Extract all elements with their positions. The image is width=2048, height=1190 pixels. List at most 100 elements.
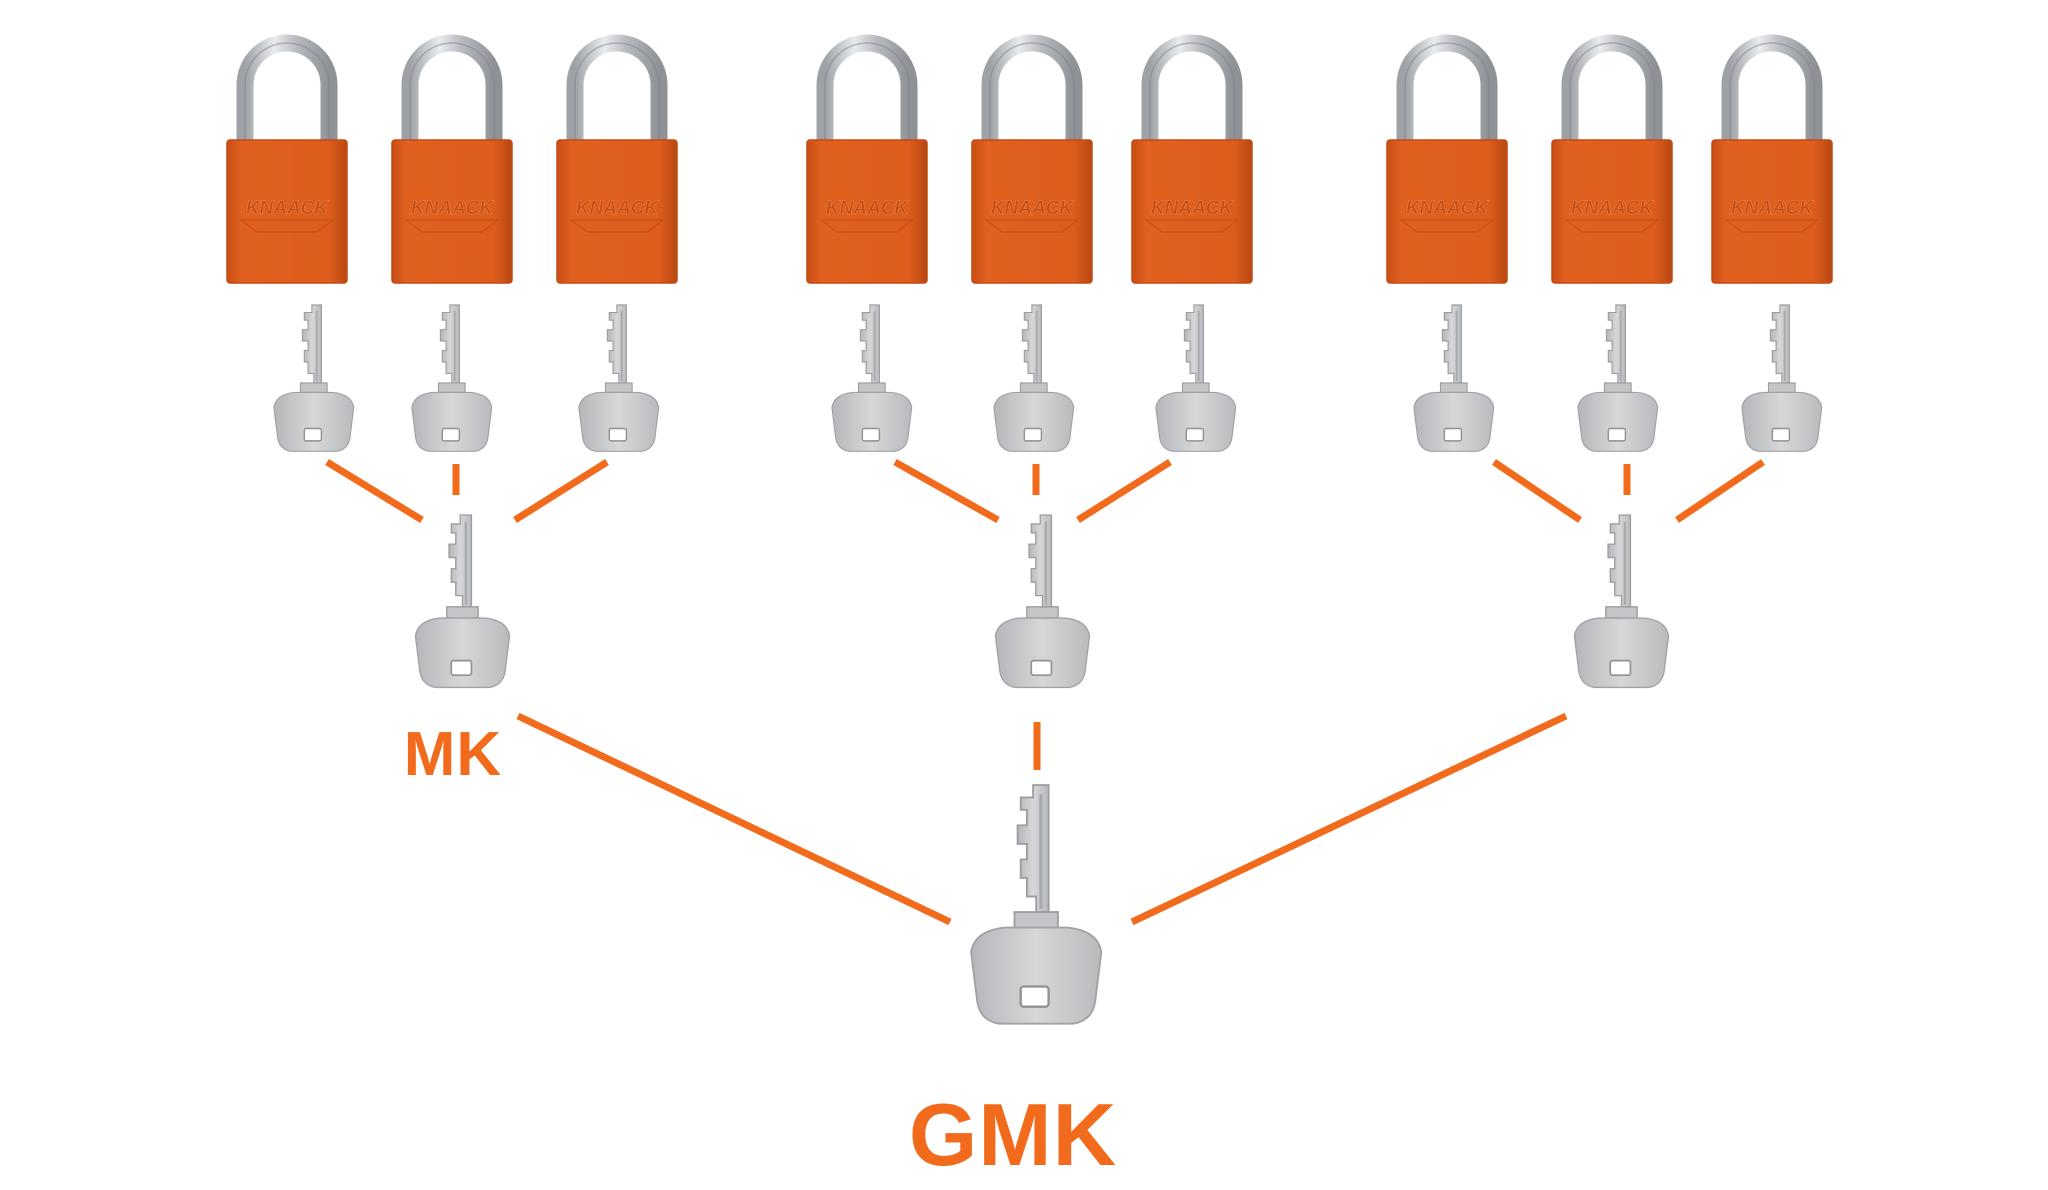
key-blade — [1441, 304, 1462, 384]
lock-brand-text: KNAACK — [246, 198, 330, 219]
key-hole — [1185, 427, 1205, 442]
key-blade — [859, 304, 880, 384]
lock-brand-text: KNAACK — [1151, 198, 1235, 219]
key-hole — [1030, 659, 1053, 677]
key-shoulder — [1019, 382, 1048, 393]
key-shoulder — [1603, 382, 1632, 393]
lock-emboss — [1564, 219, 1660, 233]
padlock-icon: KNAACK — [1711, 34, 1833, 284]
key-hole — [608, 427, 628, 442]
lock-emboss — [819, 219, 915, 233]
key-bow — [414, 617, 511, 689]
key-bow — [411, 391, 493, 452]
key-hole — [1609, 659, 1632, 677]
lock-body — [1711, 139, 1833, 284]
shackle — [981, 34, 1083, 145]
key-bow — [831, 391, 913, 452]
lock-brand-text: KNAACK — [411, 198, 495, 219]
connector-lines — [325, 458, 1765, 926]
lock-brand-text: KNAACK — [1571, 198, 1655, 219]
key-icon — [993, 304, 1075, 452]
key-hole — [1771, 427, 1791, 442]
key-blade — [1769, 304, 1790, 384]
shackle-outline — [824, 42, 910, 145]
key-bow — [970, 926, 1103, 1025]
key-blade — [1607, 514, 1632, 608]
padlock-icon: KNAACK — [1551, 34, 1673, 284]
shackle-outline — [1729, 42, 1815, 145]
key-icon — [1741, 304, 1823, 452]
connector-line — [1492, 459, 1582, 523]
key-shoulder — [446, 606, 479, 619]
key-blade — [448, 514, 473, 608]
lock-body — [391, 139, 513, 284]
padlock-row: KNAACK KNAACK KNAACK KNAACK KNAACK KNAACK KNAA… — [226, 34, 1833, 284]
lock-emboss — [1399, 219, 1495, 233]
shackle-outline — [1404, 42, 1490, 145]
key-shoulder — [1026, 606, 1059, 619]
key-bow — [578, 391, 660, 452]
key-blade — [1028, 514, 1053, 608]
gmk-label: GMK — [908, 1085, 1118, 1184]
key-hole — [1023, 427, 1043, 442]
key-blade — [1605, 304, 1626, 384]
key-bow — [994, 617, 1091, 689]
key-icon — [994, 514, 1091, 689]
shackle — [1141, 34, 1243, 145]
key-icon — [831, 304, 913, 452]
key-hole — [441, 427, 461, 442]
connector-line — [1076, 459, 1172, 523]
key-hierarchy — [273, 304, 1823, 1025]
key-hole — [450, 659, 473, 677]
key-shoulder — [1013, 911, 1059, 929]
shackle-outline — [1149, 42, 1235, 145]
shackle — [1396, 34, 1498, 145]
key-blade — [439, 304, 460, 384]
shackle — [401, 34, 503, 145]
lock-brand-text: KNAACK — [991, 198, 1075, 219]
mk-label: MK — [403, 720, 503, 789]
lock-body — [1386, 139, 1508, 284]
key-bow — [1155, 391, 1237, 452]
key-blade — [1016, 784, 1050, 914]
key-shoulder — [1181, 382, 1210, 393]
key-bow — [1577, 391, 1659, 452]
lock-brand-text: KNAACK — [826, 198, 910, 219]
connector-line — [1130, 712, 1568, 926]
key-hole — [1607, 427, 1627, 442]
padlock-icon: KNAACK — [1131, 34, 1253, 284]
key-bow — [1741, 391, 1823, 452]
lock-emboss — [1144, 219, 1240, 233]
shackle — [1721, 34, 1823, 145]
padlock-icon: KNAACK — [556, 34, 678, 284]
padlock-icon: KNAACK — [806, 34, 928, 284]
shackle-outline — [244, 42, 330, 145]
key-shoulder — [604, 382, 633, 393]
connector-line — [325, 459, 424, 523]
key-hole — [303, 427, 323, 442]
shackle-outline — [1569, 42, 1655, 145]
key-icon — [273, 304, 355, 452]
key-icon — [970, 784, 1103, 1025]
lock-brand-text: KNAACK — [1731, 198, 1815, 219]
lock-brand-text: KNAACK — [1406, 198, 1490, 219]
padlock-icon: KNAACK — [391, 34, 513, 284]
lock-body — [806, 139, 928, 284]
lock-body — [556, 139, 678, 284]
key-shoulder — [437, 382, 466, 393]
key-icon — [1413, 304, 1495, 452]
shackle-outline — [574, 42, 660, 145]
key-shoulder — [1605, 606, 1638, 619]
key-blade — [606, 304, 627, 384]
key-shoulder — [1767, 382, 1796, 393]
connector-line — [513, 459, 609, 523]
lock-brand-text: KNAACK — [576, 198, 660, 219]
shackle-outline — [409, 42, 495, 145]
shackle — [816, 34, 918, 145]
lock-emboss — [404, 219, 500, 233]
connector-line — [1675, 459, 1765, 523]
key-bow — [993, 391, 1075, 452]
lock-body — [1131, 139, 1253, 284]
key-icon — [1573, 514, 1670, 689]
